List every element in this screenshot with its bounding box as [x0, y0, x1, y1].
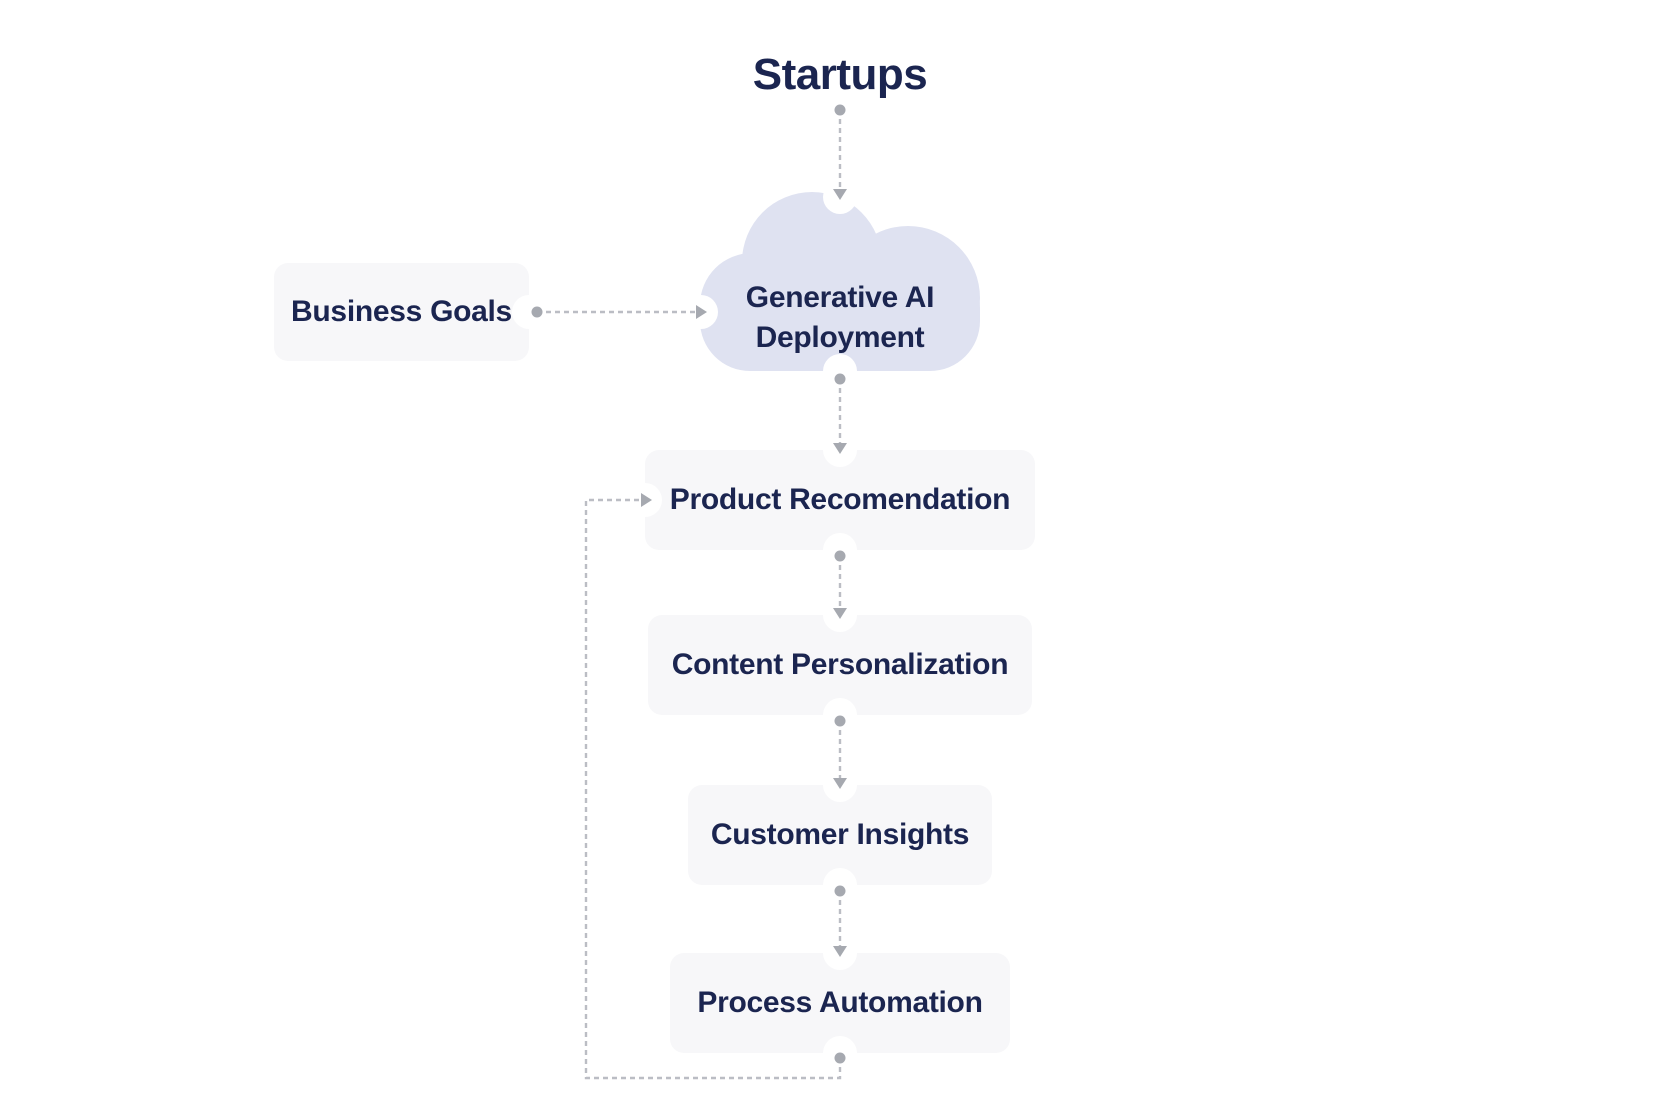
cloud-node-label: Generative AI Deployment	[700, 278, 980, 358]
node-customer-insights[interactable]: Customer Insights	[688, 785, 992, 885]
cloud-label-line2: Deployment	[755, 321, 925, 354]
connector-business-goals-to-cloud	[531, 305, 707, 319]
connector-startups-to-cloud	[833, 104, 847, 200]
node-product-recomendation-label: Product Recomendation	[669, 483, 1011, 516]
connector-product-to-content	[833, 550, 847, 619]
node-content-personalization-label: Content Personalization	[671, 648, 1009, 681]
connector-cloud-to-product	[833, 373, 847, 454]
node-product-recomendation[interactable]: Product Recomendation	[645, 450, 1035, 550]
node-process-automation[interactable]: Process Automation	[670, 953, 1010, 1053]
diagram-title: Startups	[752, 50, 928, 99]
connector-customer-to-process	[833, 885, 847, 957]
node-process-automation-label: Process Automation	[697, 986, 983, 1019]
connector-content-to-customer	[833, 715, 847, 789]
node-content-personalization[interactable]: Content Personalization	[648, 615, 1032, 715]
cloud-label-line1: Generative AI	[745, 281, 935, 314]
node-customer-insights-label: Customer Insights	[710, 818, 970, 851]
node-business-goals-label: Business Goals	[291, 295, 512, 328]
node-business-goals[interactable]: Business Goals	[274, 263, 529, 361]
